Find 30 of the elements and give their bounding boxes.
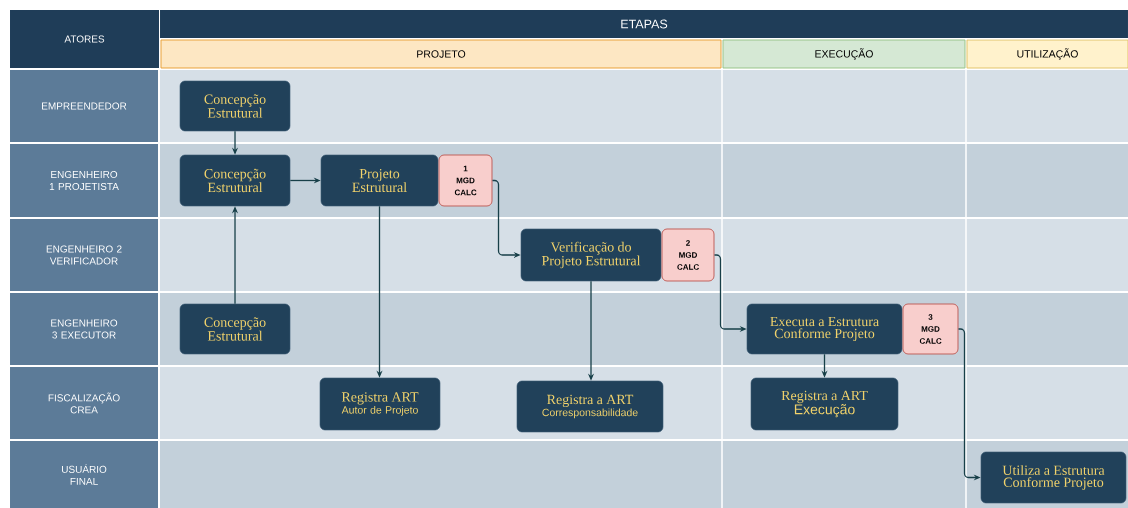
stage-header: PROJETO: [160, 39, 722, 69]
process-box: Registra a ART Corresponsabilidade: [516, 380, 664, 433]
actor-cell: FISCALIZAÇÃO CREA: [10, 367, 158, 439]
actor-cell: ENGENHEIRO 3 EXECUTOR: [10, 293, 158, 365]
actor-cell: USUÁRIO FINAL: [10, 441, 158, 508]
process-box: Utiliza a Estrutura Conforme Projeto: [980, 451, 1127, 504]
process-box: Projeto Estrutural: [320, 154, 439, 207]
header-cell: ATORES: [10, 10, 159, 68]
actor-cell: ENGENHEIRO 1 PROJETISTA: [10, 144, 158, 217]
node-label: ENGENHEIRO 2 VERIFICADOR: [46, 245, 122, 265]
process-box: Concepção Estrutural: [179, 154, 291, 207]
process-box: Verificação do Projeto Estrutural: [520, 228, 662, 282]
process-box: Executa a Estrutura Conforme Projeto: [746, 303, 903, 355]
node-label: EMPREENDEDOR: [42, 102, 127, 110]
node-label: ETAPAS: [621, 19, 668, 29]
node-label: ENGENHEIRO 1 PROJETISTA: [49, 170, 119, 191]
process-box: Concepção Estrutural: [179, 80, 291, 132]
process-box: Registra ART Autor de Projeto: [319, 377, 441, 431]
badge: 3 MGD CALC: [902, 303, 959, 355]
badge: 1 MGD CALC: [438, 154, 493, 207]
process-box: Registra a ART Execução: [750, 377, 899, 431]
node-label: USUÁRIO FINAL: [62, 464, 107, 485]
stage-header: UTILIZAÇÃO: [966, 39, 1128, 69]
actor-cell: ENGENHEIRO 2 VERIFICADOR: [10, 219, 158, 291]
actor-cell: EMPREENDEDOR: [10, 70, 158, 142]
stage-header: EXECUÇÃO: [722, 39, 966, 69]
process-box: Concepção Estrutural: [179, 303, 291, 355]
badge: 2 MGD CALC: [661, 228, 715, 282]
node-label: FISCALIZAÇÃO CREA: [48, 392, 120, 414]
node-label: ENGENHEIRO 3 EXECUTOR: [51, 319, 118, 339]
